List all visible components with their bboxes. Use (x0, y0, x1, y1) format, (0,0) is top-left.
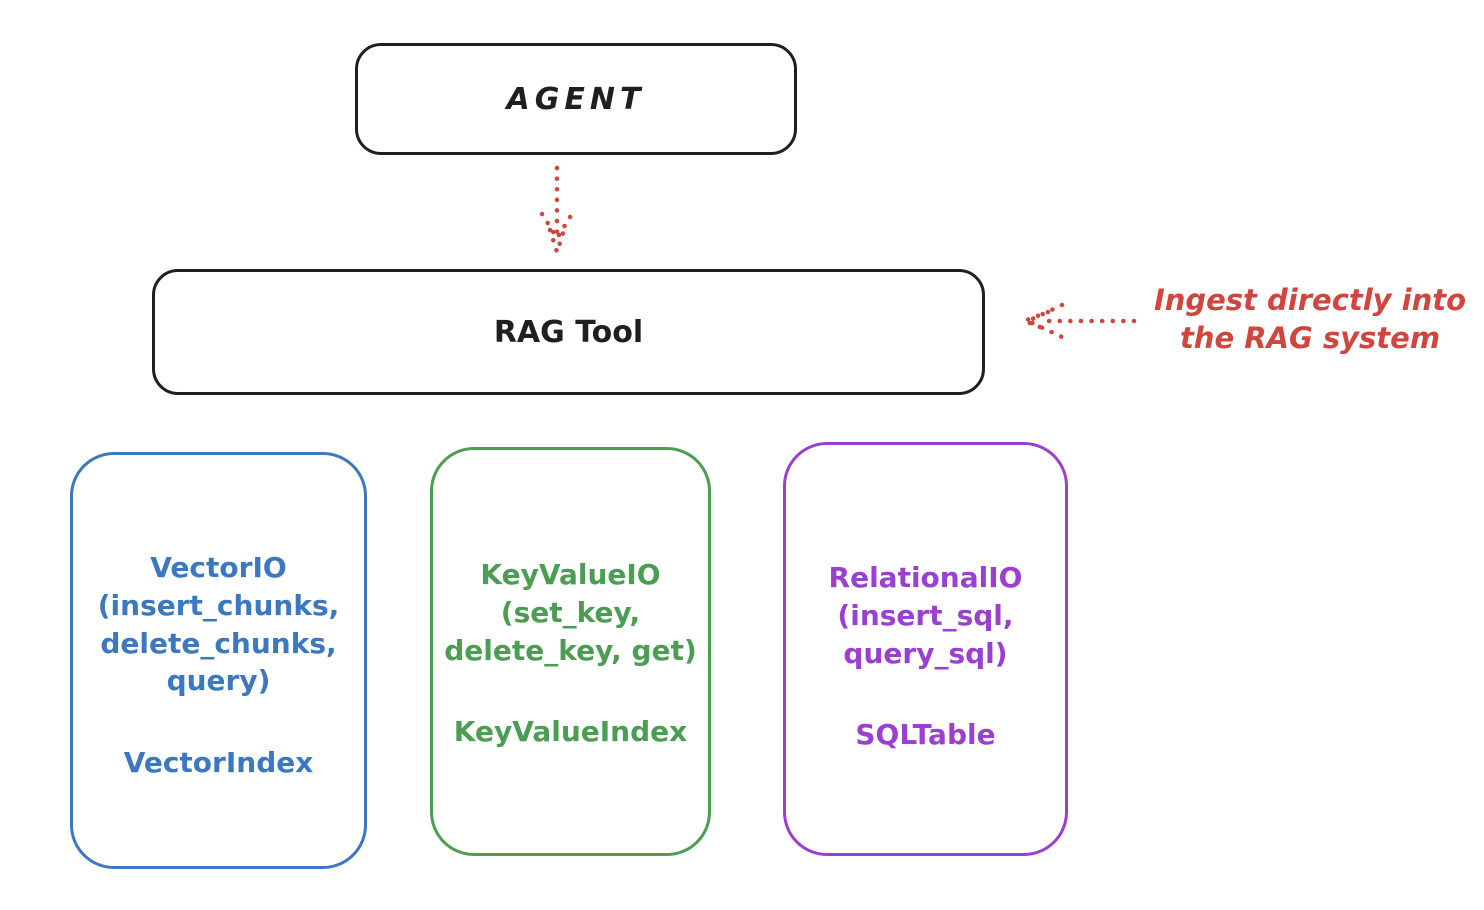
storage-box-index-label: VectorIndex (123, 746, 314, 780)
storage-box-vector: VectorIO (insert_chunks, delete_chunks, … (70, 452, 367, 869)
storage-box-index-label: KeyValueIndex (453, 715, 688, 749)
ingest-annotation-arrow-icon (1021, 302, 1137, 340)
storage-box-index-label: SQLTable (855, 718, 996, 752)
rag-tool-box: RAG Tool (152, 269, 985, 395)
ingest-annotation-text: Ingest directly into the RAG system (1153, 283, 1467, 355)
storage-box-relational: RelationalIO (insert_sql, query_sql) SQL… (783, 442, 1068, 856)
agent-box: AGENT (355, 43, 797, 155)
agent-box-label: AGENT (506, 81, 646, 117)
rag-tool-box-label: RAG Tool (493, 314, 644, 350)
storage-box-keyvalue: KeyValueIO (set_key, delete_key, get) Ke… (430, 447, 711, 856)
storage-box-methods: VectorIO (insert_chunks, delete_chunks, … (97, 551, 340, 698)
storage-box-methods: RelationalIO (insert_sql, query_sql) (828, 561, 1023, 670)
storage-box-methods: KeyValueIO (set_key, delete_key, get) (444, 558, 697, 667)
agent-to-rag-arrow-icon (539, 165, 575, 255)
